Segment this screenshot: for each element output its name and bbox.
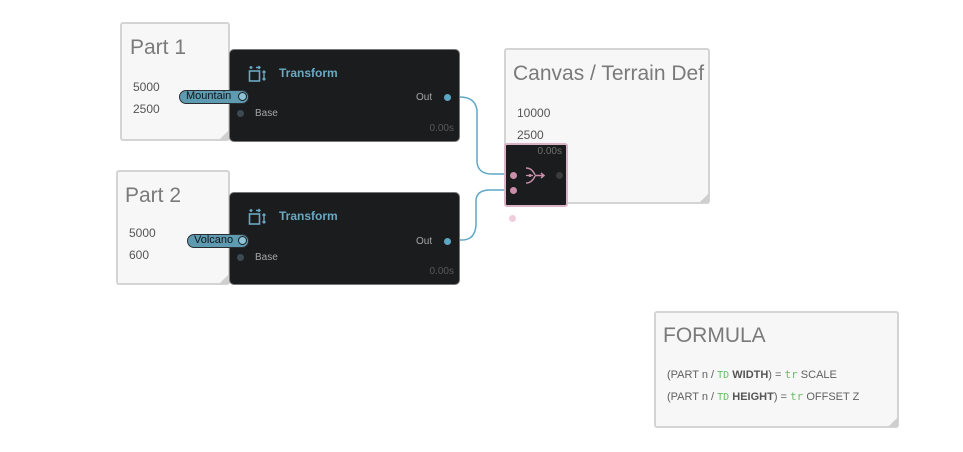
formula-line-height: (PART n / TD HEIGHT) = tr OFFSET Z xyxy=(667,390,860,403)
transform-title: Transform xyxy=(279,66,338,80)
pill-port-icon[interactable] xyxy=(238,92,247,101)
out-port[interactable] xyxy=(444,94,451,101)
merge-node[interactable]: 0.00s xyxy=(504,143,568,207)
transform-node-2[interactable]: Transform Out Base 0.00s xyxy=(229,192,460,285)
formula-title: FORMULA xyxy=(663,324,766,347)
mountain-input-pill[interactable]: Mountain xyxy=(179,90,249,104)
pill-label: Volcano xyxy=(194,234,234,246)
canvas-terrain-note[interactable]: Canvas / Terrain Def 10000 2500 xyxy=(504,48,710,204)
transform-title: Transform xyxy=(279,209,338,223)
part2-note[interactable]: Part 2 5000 600 xyxy=(116,170,230,285)
out-port-label: Out xyxy=(416,92,433,103)
part1-value-2: 2500 xyxy=(133,102,160,116)
transform-icon xyxy=(248,65,266,82)
merge-icon xyxy=(525,167,546,184)
merge-input-port-1[interactable] xyxy=(510,172,517,179)
base-port[interactable] xyxy=(237,254,244,261)
node-timing: 0.00s xyxy=(429,123,454,134)
canvas-value-1: 10000 xyxy=(517,106,551,120)
tr-badge: tr xyxy=(790,390,804,403)
wire-transform2-to-merge xyxy=(450,189,512,241)
merge-input-port-2[interactable] xyxy=(510,187,517,194)
part1-note[interactable]: Part 1 5000 2500 xyxy=(120,22,230,141)
canvas-value-2: 2500 xyxy=(517,128,544,142)
formula-line-width: (PART n / TD WIDTH) = tr SCALE xyxy=(667,368,837,381)
volcano-input-pill[interactable]: Volcano xyxy=(187,234,249,248)
wire-transform1-to-merge xyxy=(450,96,512,175)
base-port[interactable] xyxy=(237,110,244,117)
base-port-label: Base xyxy=(255,108,278,119)
part2-title: Part 2 xyxy=(125,184,182,207)
part2-value-2: 600 xyxy=(129,248,150,262)
base-port-label: Base xyxy=(255,252,278,263)
merge-output-port[interactable] xyxy=(556,172,563,179)
merge-extra-input-port[interactable] xyxy=(509,215,516,222)
part1-title: Part 1 xyxy=(130,36,187,59)
merge-timing: 0.00s xyxy=(537,146,562,157)
formula-note[interactable]: FORMULA (PART n / TD WIDTH) = tr SCALE (… xyxy=(654,311,899,428)
out-port-label: Out xyxy=(416,236,433,247)
part2-value-1: 5000 xyxy=(129,226,156,240)
pill-label: Mountain xyxy=(186,90,232,102)
td-badge: TD xyxy=(717,392,730,403)
canvas-title: Canvas / Terrain Def xyxy=(513,62,705,85)
out-port[interactable] xyxy=(444,238,451,245)
node-timing: 0.00s xyxy=(429,266,454,277)
part1-value-1: 5000 xyxy=(133,80,160,94)
transform-icon xyxy=(248,208,266,225)
td-badge: TD xyxy=(717,370,730,381)
pill-port-icon[interactable] xyxy=(238,236,247,245)
transform-node-1[interactable]: Transform Out Base 0.00s xyxy=(229,49,460,142)
tr-badge: tr xyxy=(784,368,798,381)
